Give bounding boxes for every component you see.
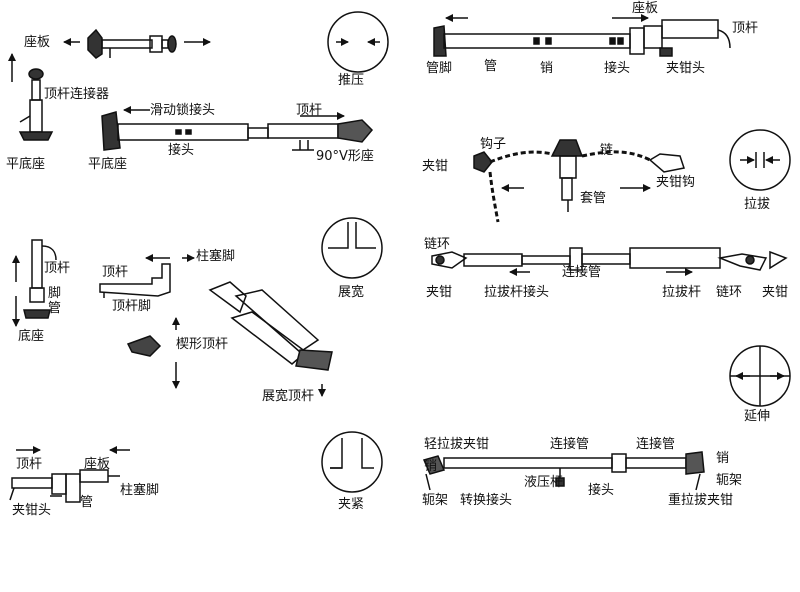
pull-circle-icon (729, 129, 791, 191)
label-chain-ring-1: 链环 (424, 237, 451, 252)
label-v-base: 90°V形座 (316, 149, 374, 164)
label-chain-ring-2: 链环 (716, 285, 743, 300)
label-clamp-1: 夹钳 (422, 159, 449, 174)
label-extend: 延伸 (744, 409, 771, 424)
label-clamp-3: 夹钳 (762, 285, 789, 300)
extend-circle-icon (729, 345, 791, 407)
label-tube-1: 管 (80, 495, 94, 510)
long-ram-panel (433, 14, 731, 57)
label-seat-plate-2: 座板 (84, 457, 111, 472)
label-hydraulic-rod: 液压杆 (524, 475, 564, 490)
plunger-foot (99, 263, 171, 298)
extend-panel (422, 345, 791, 491)
horizontal-ram (101, 111, 374, 151)
label-widen: 展宽 (338, 285, 365, 300)
label-tube-foot: 管脚 (426, 61, 453, 76)
label-flat-base-2: 平底座 (88, 157, 128, 172)
label-foot-tube: 脚管 (48, 286, 62, 316)
label-pull-rod: 拉拔杆 (662, 285, 702, 300)
label-clamp-head-2: 夹钳头 (666, 61, 706, 76)
vertical-ram-base (23, 239, 57, 319)
widen-panel (12, 217, 383, 397)
label-connecting-tube-2: 连接管 (550, 437, 590, 452)
label-connecting-tube-3: 连接管 (636, 437, 676, 452)
label-seat-plate-3: 座板 (632, 1, 659, 16)
label-pull: 拉拔 (744, 197, 771, 212)
label-seat-plate: 座板 (24, 35, 51, 50)
label-push: 推压 (338, 73, 365, 88)
label-clamp-head-1: 夹钳头 (12, 503, 52, 518)
label-clamp-2: 夹钳 (426, 285, 453, 300)
label-pin-1: 销 (540, 61, 554, 76)
label-ram-connector: 顶杆连接器 (44, 87, 110, 102)
label-ram-foot: 顶杆脚 (112, 299, 152, 314)
clamp-panel (9, 431, 383, 503)
label-flat-base-1: 平底座 (6, 157, 46, 172)
label-plunger-foot-2: 柱塞脚 (120, 483, 160, 498)
label-clamp-hook: 夹钳钩 (656, 175, 696, 190)
label-pull-rod-joint: 拉拔杆接头 (484, 285, 550, 300)
label-tube-2: 管 (484, 59, 498, 74)
label-joint-3: 接头 (588, 483, 615, 498)
widen-circle-icon (321, 217, 383, 279)
label-yoke-2: 轭架 (716, 473, 743, 488)
label-sliding-lock-joint: 滑动锁接头 (150, 103, 216, 118)
label-yoke-1: 轭架 (422, 493, 449, 508)
label-ram-2: 顶杆 (44, 261, 71, 276)
label-heavy-pull-clamp: 重拉拔夹钳 (668, 493, 734, 508)
label-joint-2: 接头 (604, 61, 631, 76)
label-ram-1: 顶杆 (296, 103, 323, 118)
label-spreader-ram: 展宽顶杆 (262, 389, 315, 404)
label-light-pull-clamp: 轻拉拔夹钳 (424, 437, 490, 452)
label-ram-5: 顶杆 (732, 21, 759, 36)
pull-chain-panel (473, 129, 791, 223)
label-ram-4: 顶杆 (16, 457, 43, 472)
label-plunger-foot-1: 柱塞脚 (196, 249, 236, 264)
label-sleeve: 套管 (580, 191, 607, 206)
seat-plate-assembly (87, 28, 177, 59)
label-adapter-joint: 转换接头 (460, 493, 513, 508)
push-panel (8, 11, 389, 151)
wedge-ram (126, 281, 333, 371)
label-joint-1: 接头 (168, 143, 195, 158)
label-chain: 链 (600, 143, 614, 158)
label-connecting-tube-1: 连接管 (562, 265, 602, 280)
label-hook: 钩子 (480, 137, 507, 152)
push-circle-icon (327, 11, 389, 73)
label-pin-2: 销 (424, 459, 438, 474)
label-wedge-ram: 楔形顶杆 (176, 337, 229, 352)
pull-rod-panel (431, 247, 788, 276)
ram-connector (18, 68, 54, 141)
label-ram-3: 顶杆 (102, 265, 129, 280)
label-clamp: 夹紧 (338, 497, 365, 512)
label-pin-3: 销 (716, 451, 730, 466)
label-base: 底座 (18, 329, 45, 344)
clamp-assembly (9, 469, 120, 503)
clamp-circle-icon (321, 431, 383, 493)
